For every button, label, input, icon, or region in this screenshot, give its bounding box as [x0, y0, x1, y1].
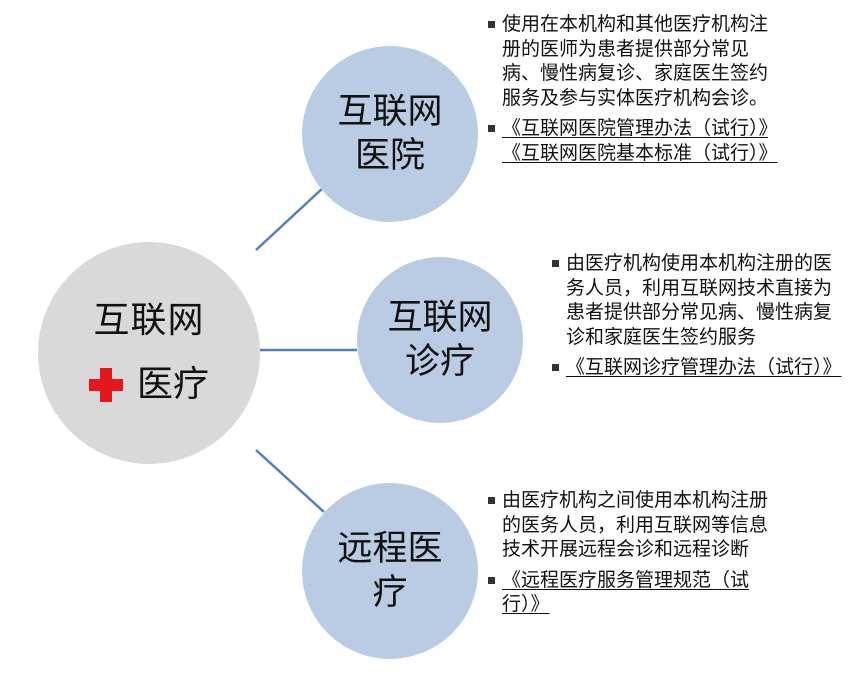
bullet-item-document: 《互联网诊疗管理办法（试行）》: [552, 355, 842, 380]
node-telemedicine: 远程医 疗: [302, 483, 478, 659]
red-cross-icon: [88, 368, 123, 402]
hub-title-line1: 互联网: [93, 300, 205, 341]
bullet-item-document: 《互联网医院管理办法（试行）》《互联网医院基本标准（试行）》: [488, 116, 778, 165]
bullet-item-description: 由医疗机构之间使用本机构注册的医务人员，利用互联网等信息技术开展远程会诊和远程诊…: [488, 488, 770, 562]
bullet-icon: [552, 364, 566, 372]
info-internet-hospital: 使用在本机构和其他医疗机构注册的医师为患者提供部分常见病、慢性病复诊、家庭医生签…: [488, 12, 778, 165]
node-title-line2: 诊疗: [404, 342, 475, 382]
document-link[interactable]: 《互联网诊疗管理办法（试行）》: [566, 356, 842, 378]
bullet-icon: [488, 497, 502, 505]
hub-title-line2: 医疗: [136, 364, 209, 405]
description-text: 使用在本机构和其他医疗机构注册的医师为患者提供部分常见病、慢性病复诊、家庭医生签…: [502, 13, 769, 109]
node-title-line1: 互联网: [337, 92, 443, 132]
node-internet-hospital: 互联网 医院: [302, 46, 478, 222]
info-internet-diagnosis: 由医疗机构使用本机构注册的医务人员，利用互联网技术直接为患者提供部分常见病、慢性…: [552, 251, 842, 380]
bullet-item-description: 由医疗机构使用本机构注册的医务人员，利用互联网技术直接为患者提供部分常见病、慢性…: [552, 251, 834, 349]
bullet-icon: [488, 21, 502, 29]
connector-line-telemedicine: [255, 449, 325, 513]
description-text: 由医疗机构之间使用本机构注册的医务人员，利用互联网等信息技术开展远程会诊和远程诊…: [502, 489, 769, 560]
hub-title-line2-row: 医疗: [88, 362, 209, 408]
description-text: 由医疗机构使用本机构注册的医务人员，利用互联网技术直接为患者提供部分常见病、慢性…: [566, 252, 833, 348]
document-link[interactable]: 《远程医疗服务管理规范（试行）》: [502, 568, 750, 616]
node-title-line1: 互联网: [387, 298, 493, 338]
hub-internet-healthcare: 互联网 医疗: [38, 242, 260, 464]
node-title-line1: 远程医: [337, 529, 443, 569]
info-telemedicine: 由医疗机构之间使用本机构注册的医务人员，利用互联网等信息技术开展远程会诊和远程诊…: [488, 488, 770, 617]
node-internet-diagnosis: 互联网 诊疗: [357, 257, 523, 423]
node-title-line2: 医院: [354, 136, 425, 176]
node-title-line2: 疗: [372, 573, 408, 613]
bullet-icon: [488, 576, 502, 585]
bullet-item-document: 《远程医疗服务管理规范（试行）》: [488, 568, 770, 617]
bullet-icon: [488, 125, 502, 133]
connector-line-hospital: [255, 186, 325, 251]
bullet-icon: [552, 260, 566, 268]
bullet-item-description: 使用在本机构和其他医疗机构注册的医师为患者提供部分常见病、慢性病复诊、家庭医生签…: [488, 12, 770, 110]
document-link[interactable]: 《互联网医院管理办法（试行）》《互联网医院基本标准（试行）》: [502, 117, 778, 164]
